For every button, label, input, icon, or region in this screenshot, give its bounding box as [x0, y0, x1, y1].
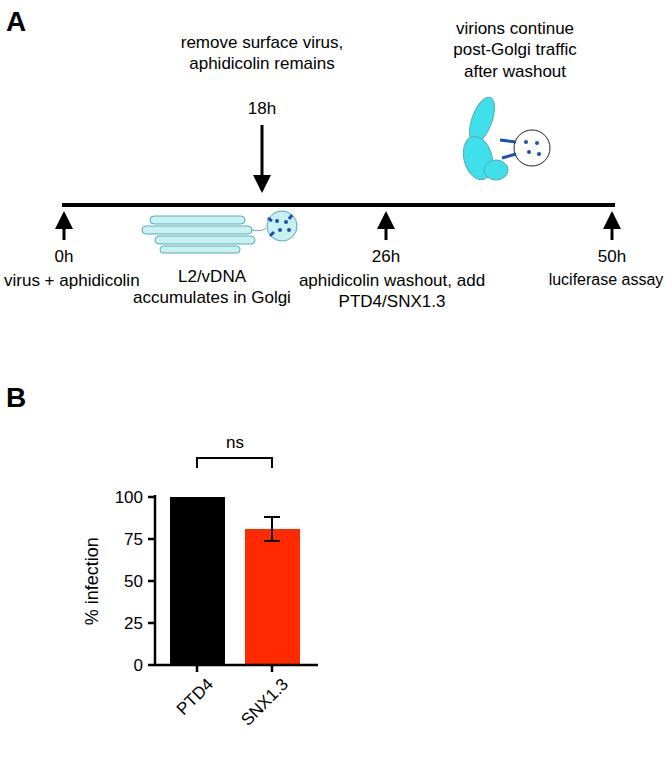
- golgi-illustration: [142, 211, 297, 253]
- time-point: 0h: [34, 246, 94, 267]
- error-bar: [264, 517, 280, 541]
- panel-letter: A: [6, 4, 46, 39]
- bar: [245, 529, 300, 665]
- axis-title: % infection: [81, 481, 104, 681]
- time-arrow: [385, 214, 388, 240]
- time-arrow: [611, 214, 614, 240]
- time-arrow: [63, 214, 66, 240]
- significance-bracket: [197, 458, 272, 468]
- time-arrow: [261, 125, 264, 190]
- timeline-axis: [62, 203, 615, 207]
- tick-label: 0: [93, 655, 143, 676]
- axis-ticks: [148, 497, 272, 672]
- x-axis: [154, 664, 318, 667]
- panel-letter: B: [6, 380, 46, 415]
- time-point: 50h: [582, 246, 642, 267]
- bar-chart: [148, 458, 318, 672]
- timeline-note: virions continue post-Golgi traffic afte…: [440, 18, 590, 82]
- bar: [170, 497, 225, 665]
- category-label: SNX1.3: [207, 674, 293, 760]
- category-label: PTD4: [132, 674, 218, 760]
- time-point: 18h: [232, 98, 292, 119]
- virion-illustration: [459, 94, 550, 183]
- timeline-note: remove surface virus, aphidicolin remain…: [162, 32, 362, 75]
- timeline-note: aphidicolin washout, add PTD4/SNX1.3: [290, 270, 495, 313]
- tick-label: 100: [93, 487, 143, 508]
- timeline-note: luciferase assay: [541, 270, 671, 290]
- significance-label: ns: [210, 432, 260, 453]
- time-point: 26h: [356, 246, 416, 267]
- timeline-note: virus + aphidicolin: [4, 270, 154, 291]
- timeline-note: L2/vDNA accumulates in Golgi: [130, 266, 295, 309]
